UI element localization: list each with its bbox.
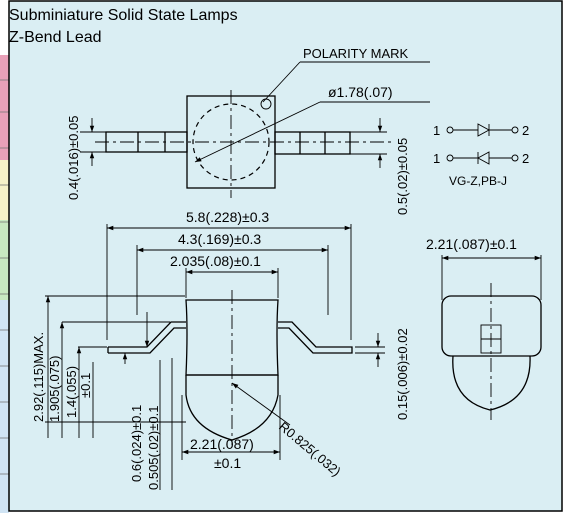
height-lens-label: 1.905(.075) bbox=[47, 356, 62, 423]
height-max-label: 2.92(.115)MAX. bbox=[31, 332, 46, 422]
lens-diameter-label: ø1.78(.07) bbox=[328, 84, 393, 100]
accent-strip-ticks bbox=[0, 79, 9, 475]
accent-strip-green bbox=[0, 220, 9, 300]
accent-strip-blue bbox=[0, 300, 9, 513]
accent-strip-pink bbox=[0, 55, 9, 160]
lead-width-right-label: 0.5(.02)±0.05 bbox=[395, 138, 410, 215]
circuit-part-label: VG-Z,PB-J bbox=[449, 174, 507, 188]
lens-width-label: 2.21(.087) bbox=[190, 436, 254, 452]
drawing-title: Subminiature Solid State Lamps bbox=[9, 7, 238, 24]
lead-thickness-label: 0.15(.006)±0.02 bbox=[395, 328, 410, 420]
overall-width-label: 5.8(.228)±0.3 bbox=[186, 209, 269, 225]
standoff-b-label: 0.505(.02)±0.1 bbox=[146, 406, 161, 490]
body-span-label: 4.3(.169)±0.3 bbox=[178, 231, 261, 247]
lens-width-tol-label: ±0.1 bbox=[214, 455, 241, 471]
side-lead-right bbox=[278, 321, 353, 354]
end-width-label: 2.21(.087)±0.1 bbox=[426, 236, 517, 252]
height-body-tol-label: ±0.1 bbox=[78, 373, 93, 398]
top-lens-outline bbox=[192, 103, 270, 181]
top-lead-right bbox=[274, 131, 351, 155]
circuit-row1-pin-a: 1 bbox=[433, 123, 440, 138]
end-lens-outline bbox=[452, 355, 531, 411]
end-view bbox=[441, 255, 542, 420]
height-body-label: 1.4(.055) bbox=[64, 366, 79, 418]
side-lead-left bbox=[108, 321, 186, 348]
standoff-a-label: 0.6(.024)±0.1 bbox=[129, 405, 144, 482]
lead-width-left-label: 0.4(.016)±0.05 bbox=[66, 116, 81, 200]
circuit-row1-pin-b: 2 bbox=[522, 123, 529, 138]
circuit-symbol bbox=[446, 123, 519, 165]
inner-span-label: 2.035(.08)±0.1 bbox=[170, 253, 261, 269]
top-lead-left bbox=[105, 131, 188, 153]
top-view bbox=[80, 61, 430, 198]
drawing-subtitle: Z-Bend Lead bbox=[9, 29, 102, 46]
circuit-row2-pin-a: 1 bbox=[433, 151, 440, 166]
circuit-row2-pin-b: 2 bbox=[522, 151, 529, 166]
end-body-outline bbox=[441, 295, 542, 357]
polarity-mark-label: POLARITY MARK bbox=[303, 46, 409, 61]
side-view bbox=[45, 224, 385, 490]
accent-strip-yellow bbox=[0, 160, 9, 220]
